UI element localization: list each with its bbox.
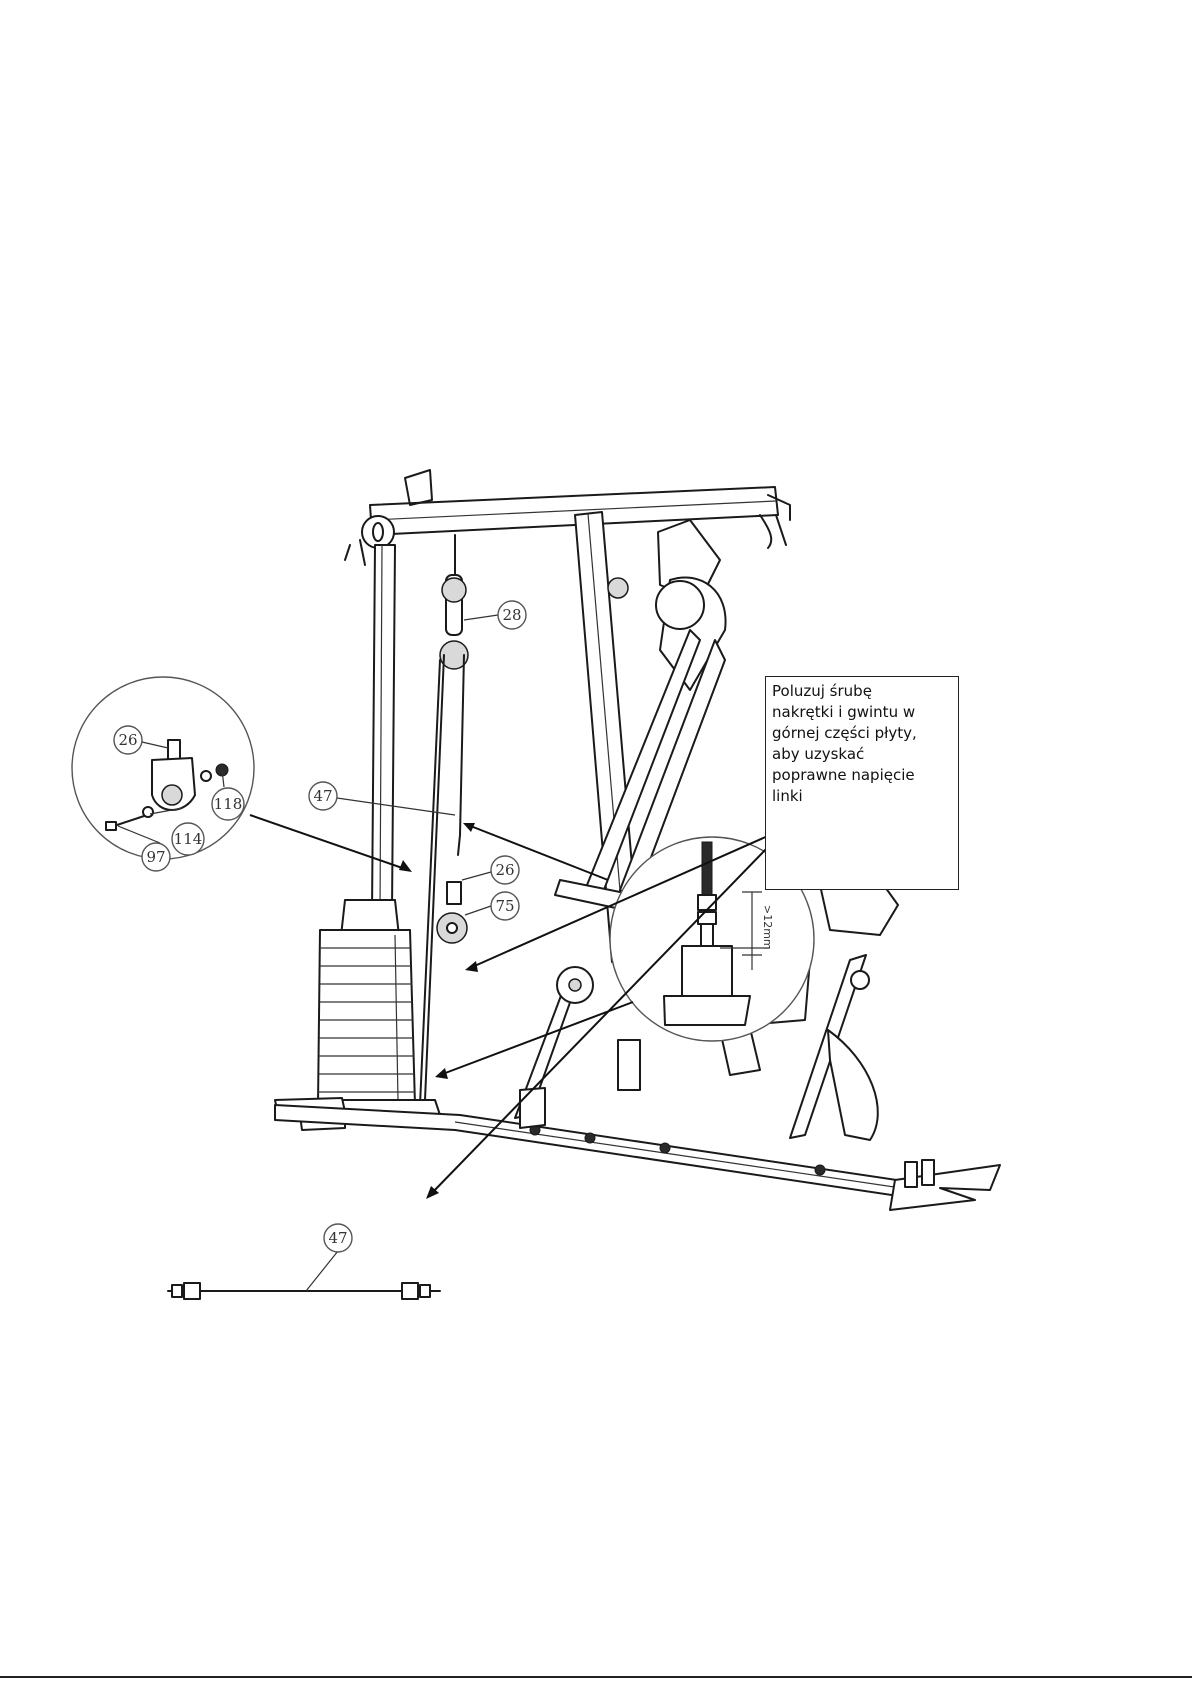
callout-26-main-label: 26 (495, 861, 514, 879)
callout-75: 75 (491, 892, 519, 920)
dimension-label: >12mm (761, 905, 774, 950)
callout-26-detail: 26 (114, 726, 142, 754)
callout-26-detail-label: 26 (118, 731, 137, 749)
callout-75-label: 75 (495, 897, 514, 915)
detail-circle-left (72, 677, 254, 859)
cable-assembly (420, 535, 468, 1105)
top-beam (345, 470, 790, 565)
callout-97-label: 97 (146, 848, 165, 866)
cable-47-part (168, 1283, 440, 1299)
instruction-note: Poluzuj śrubę nakrętki i gwintu w górnej… (765, 676, 959, 890)
callout-97: 97 (142, 843, 170, 871)
callout-47-main: 47 (309, 782, 337, 810)
callout-28-label: 28 (502, 606, 521, 624)
callout-26-main: 26 (491, 856, 519, 884)
left-upright (372, 545, 395, 912)
callout-28: 28 (498, 601, 526, 629)
callout-114-label: 114 (174, 830, 203, 848)
callout-47-main-label: 47 (313, 787, 332, 805)
callout-118: 118 (212, 788, 244, 820)
footer-rule (0, 1676, 1192, 1678)
callout-118-label: 118 (214, 795, 243, 813)
callout-114: 114 (172, 823, 204, 855)
base-frame (275, 1098, 1000, 1210)
callout-47-part-label: 47 (328, 1229, 347, 1247)
weight-stack (318, 900, 415, 1105)
low-pulley-bracket (515, 967, 640, 1128)
callout-47-part: 47 (324, 1224, 352, 1252)
